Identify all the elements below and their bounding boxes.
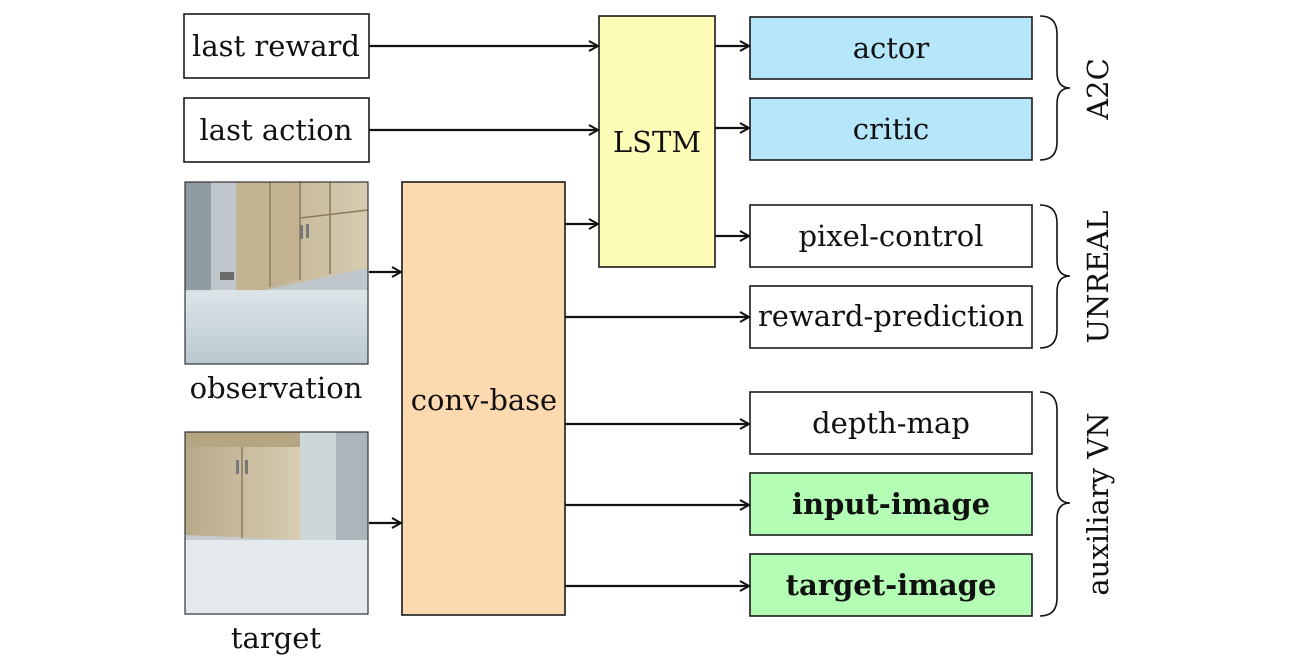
conv-base-label: conv-base — [411, 383, 557, 417]
actor-box: actor — [749, 16, 1033, 80]
input-image-box: input-image — [749, 472, 1033, 536]
observation-image — [184, 181, 369, 365]
depth-map-box: depth-map — [749, 391, 1033, 455]
unreal-group-label: UNREAL — [1081, 210, 1115, 343]
critic-label: critic — [853, 112, 930, 146]
arrows — [369, 46, 749, 586]
a2c-brace — [1039, 15, 1071, 161]
last-reward-box: last reward — [183, 13, 370, 79]
target-image-box: target-image — [749, 553, 1033, 617]
input-image-label: input-image — [792, 487, 990, 521]
target-caption: target — [231, 621, 322, 655]
auxiliary-vn-group-label: auxiliary VN — [1081, 412, 1115, 595]
last-action-label: last action — [200, 113, 353, 147]
unreal-brace — [1039, 204, 1071, 349]
target-image-thumbnail — [184, 431, 369, 615]
lstm-label: LSTM — [613, 125, 701, 159]
reward-prediction-box: reward-prediction — [749, 285, 1033, 349]
reward-prediction-label: reward-prediction — [758, 299, 1024, 333]
actor-label: actor — [853, 31, 930, 65]
conv-base-box: conv-base — [401, 181, 566, 616]
depth-map-label: depth-map — [812, 406, 970, 440]
target-image-label: target-image — [786, 568, 997, 602]
a2c-group-label: A2C — [1081, 58, 1115, 121]
pixel-control-label: pixel-control — [798, 219, 983, 253]
last-action-box: last action — [183, 97, 370, 163]
last-reward-label: last reward — [192, 29, 360, 63]
critic-box: critic — [749, 97, 1033, 161]
observation-caption: observation — [190, 371, 363, 405]
auxiliary-vn-brace — [1039, 391, 1071, 617]
pixel-control-box: pixel-control — [749, 204, 1033, 268]
lstm-box: LSTM — [598, 15, 716, 268]
